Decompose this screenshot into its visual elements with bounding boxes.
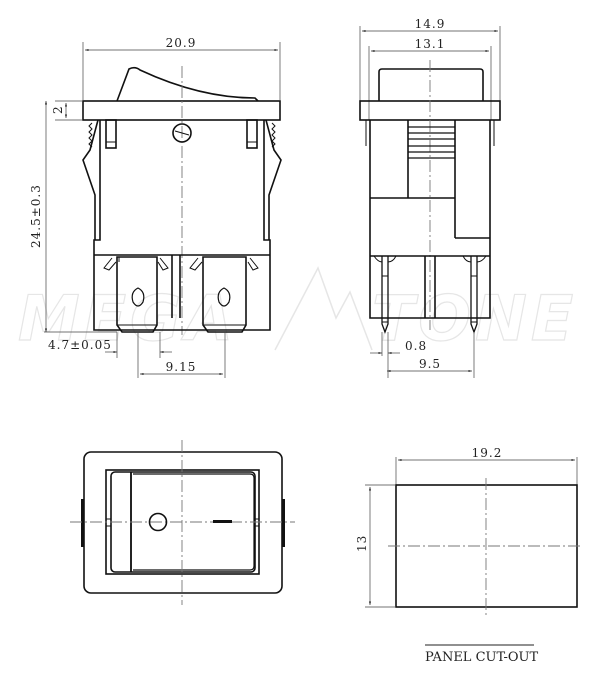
dim-pin-pitch: 9.5 [419,357,441,371]
dim-overall-width: 20.9 [166,36,197,50]
dim-cutout-width: 19.2 [472,446,503,460]
top-view [70,440,295,605]
watermark-left-text: MEGA [18,282,237,355]
dim-cutout-height: 13 [355,535,369,552]
front-view: 20.9 [29,36,282,378]
dim-flange-width: 14.9 [415,17,446,31]
off-symbol-icon [148,512,168,532]
side-view: 14.9 13.1 [359,17,501,378]
dim-body-width: 13.1 [415,37,446,51]
panel-cutout-view: 19.2 13 PANEL CUT-OUT [355,446,583,665]
dim-pin-width: 0.8 [405,339,427,353]
on-symbol-icon [213,520,232,523]
mountain-logo-icon [274,266,373,351]
panel-cutout-caption: PANEL CUT-OUT [425,650,538,665]
dim-overall-height: 24.5±0.3 [29,184,43,248]
dim-flange-thickness: 2 [51,105,65,114]
dim-terminal-width: 4.7±0.05 [48,338,112,352]
dim-terminal-pitch: 9.15 [166,360,197,374]
